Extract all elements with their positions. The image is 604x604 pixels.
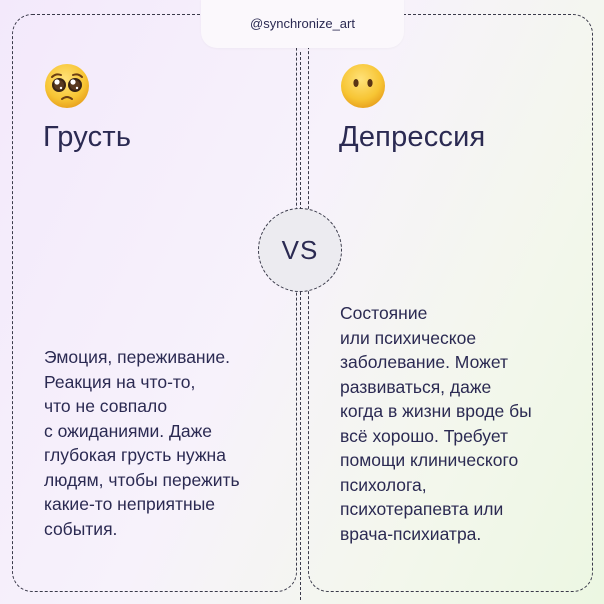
left-line: глубокая грусть нужна [44,445,226,465]
vs-label: VS [281,234,319,265]
left-title: Грусть [43,121,132,153]
right-line: врача-психиатра. [340,523,482,544]
right-line: Состояние [340,303,428,323]
pleading-face-icon [45,64,89,108]
right-title: Депрессия [339,121,486,153]
right-card [308,14,593,592]
left-line: людям, чтобы пережить [44,469,240,490]
right-description: Состояние или психическое заболевание. М… [340,301,532,546]
handle-tab: @synchronize_art [201,0,404,48]
left-line: какие-то неприятные [44,494,216,514]
vs-badge: VS [258,208,342,292]
right-line: помощи клинического [340,450,519,470]
left-line: что не совпало [44,396,168,416]
left-card [12,14,297,592]
left-line: Эмоция, переживание. [44,347,230,367]
right-line: когда в жизни вроде бы [340,401,532,421]
handle-label: @synchronize_art [250,15,355,31]
face-without-mouth-icon [341,64,385,108]
center-divider [300,52,301,600]
right-line: развиваться, даже [340,376,492,397]
right-line: психотерапевта или [340,499,504,519]
left-description: Эмоция, переживание. Реакция на что-то, … [44,345,240,541]
right-line: всё хорошо. Требует [340,425,509,446]
right-line: или психическое [340,327,477,348]
left-line: Реакция на что-то, [44,371,196,392]
right-line: заболевание. Может [340,352,508,372]
right-line: психолога, [340,474,427,495]
left-line: с ожиданиями. Даже [44,420,213,441]
left-line: события. [44,518,118,539]
